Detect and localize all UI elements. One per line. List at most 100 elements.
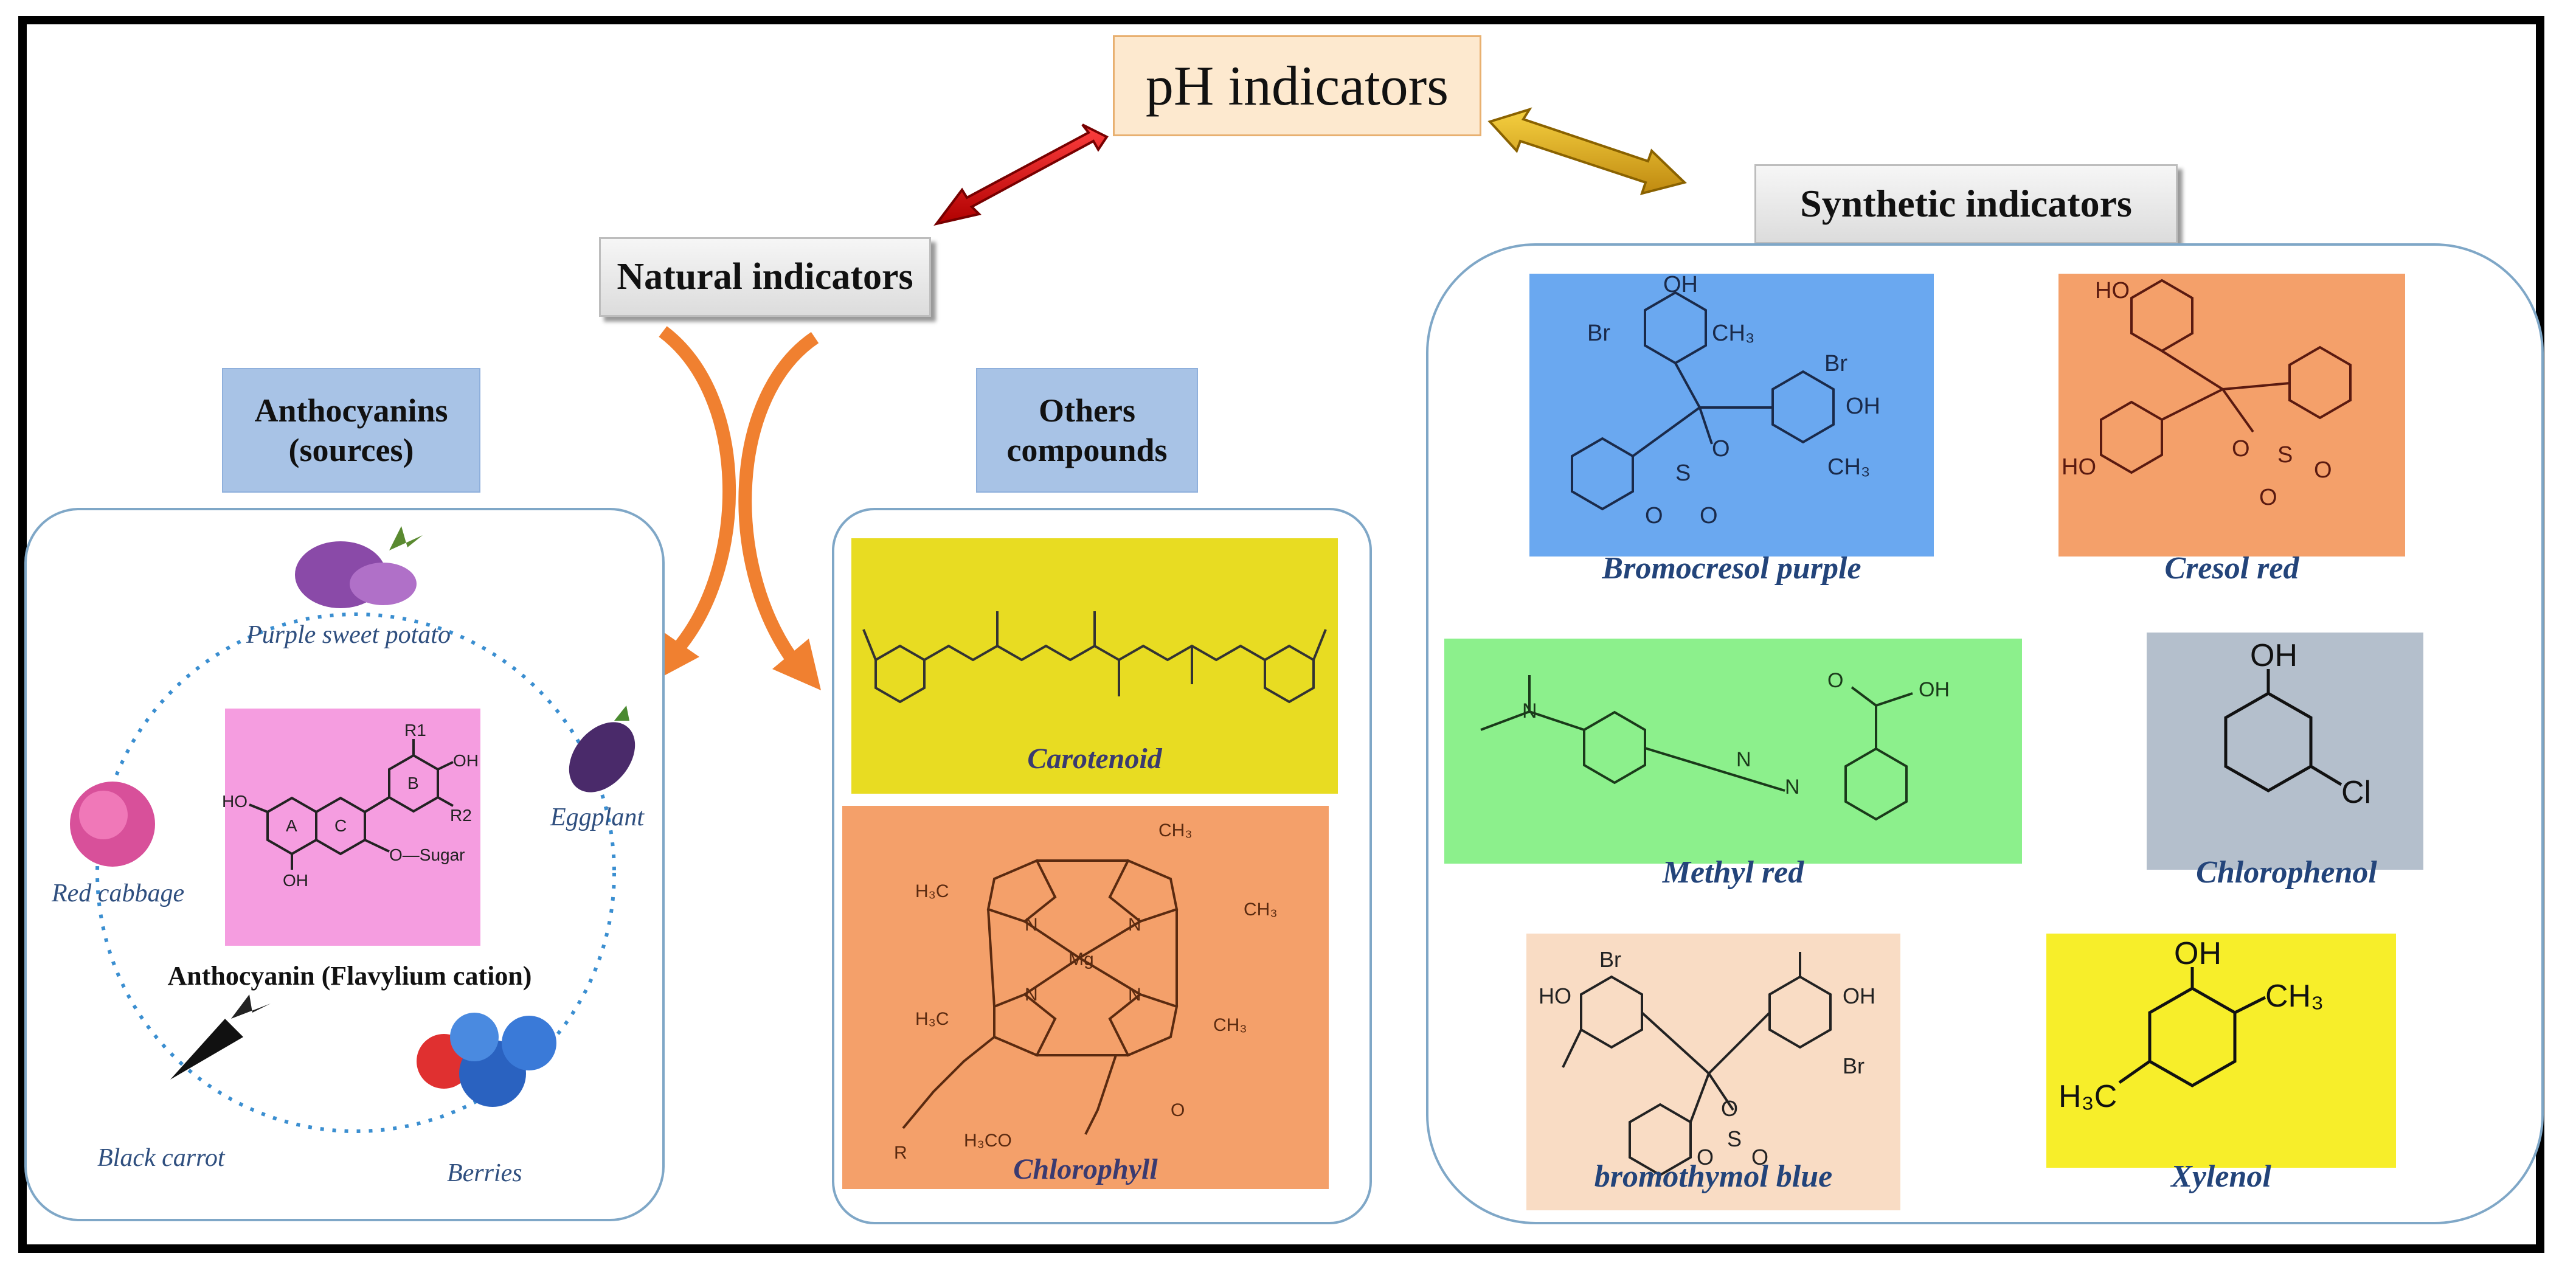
carotenoid-box [851, 538, 1338, 794]
chlorophyll-h3c-1: H₃C [915, 881, 949, 901]
cresol-o-3: O [2314, 457, 2332, 483]
btb-s: S [1727, 1126, 1742, 1151]
substituent-r1: R1 [404, 721, 426, 740]
anthocyanin-molecule-caption: Anthocyanin (Flavylium cation) [167, 960, 532, 991]
xylenol-oh: OH [2174, 936, 2221, 971]
chlorophyll-r: R [894, 1143, 907, 1163]
btb-o-2: O [1697, 1145, 1714, 1170]
berries-icon [417, 1013, 556, 1107]
cresol-o: O [2232, 436, 2250, 462]
bcp-oh-2: OH [1846, 394, 1880, 419]
bromothymol-blue-box: Br HO OH Br O S O O [1526, 934, 1900, 1210]
bcp-s: S [1675, 460, 1691, 486]
btb-oh: OH [1843, 983, 1875, 1008]
anthocyanin-structure [249, 739, 454, 870]
cresol-o-2: O [2259, 485, 2277, 510]
source-purple-sweet-potato: Purple sweet potato [246, 621, 451, 649]
chlorophenol-caption: Chlorophenol [2196, 855, 2377, 890]
chlorophyll-mg: Mg [1068, 949, 1094, 969]
orange-curve-arrow-right [738, 331, 821, 690]
methyl-red-box: N N N O OH [1444, 639, 2022, 864]
bcp-ch3-2: CH₃ [1827, 454, 1870, 480]
chlorophyll-h3co: H₃CO [964, 1131, 1012, 1151]
btb-o: O [1721, 1096, 1738, 1121]
substituent-oh-b: OH [453, 751, 479, 770]
bromothymol-blue-structure [1562, 952, 1832, 1177]
chlorophyll-n2: N [1128, 915, 1141, 935]
methyl-red-o: O [1827, 669, 1843, 692]
bcp-ch3-1: CH₃ [1712, 321, 1754, 346]
bcp-br-2: Br [1824, 351, 1847, 376]
anthocyanins-label: Anthocyanins (sources) [222, 368, 480, 493]
btb-ho: HO [1539, 983, 1571, 1008]
xylenol-structure [2118, 967, 2266, 1087]
ring-a-label: A [286, 816, 297, 835]
source-eggplant: Eggplant [550, 803, 644, 831]
bcp-br-1: Br [1587, 321, 1610, 346]
chlorophenol-oh: OH [2250, 638, 2297, 673]
chlorophyll-h3c-2: H₃C [915, 1009, 949, 1029]
chlorophyll-ch3-1: CH₃ [1158, 820, 1193, 841]
chlorophyll-structure [902, 859, 1179, 1135]
carotenoid-structure [862, 611, 1327, 704]
black-carrot-icon [170, 994, 271, 1080]
substituent-sugar: O—Sugar [389, 845, 465, 864]
substituent-oh-a: OH [283, 871, 308, 890]
xylenol-caption: Xylenol [2171, 1159, 2271, 1194]
source-red-cabbage: Red cabbage [52, 879, 185, 907]
source-black-carrot: Black carrot [97, 1144, 225, 1172]
chlorophenol-cl: Cl [2341, 775, 2371, 810]
btb-o-3: O [1751, 1145, 1768, 1170]
red-cabbage-icon [70, 782, 155, 867]
orange-curve-arrow-left [654, 326, 736, 681]
cresol-ho-2: HO [2062, 454, 2096, 480]
bromocresol-purple-caption: Bromocresol purple [1602, 551, 1861, 586]
chlorophyll-n1: N [1025, 915, 1038, 935]
carotenoid-caption: Carotenoid [1027, 743, 1162, 775]
bcp-o-2: O [1645, 503, 1663, 529]
substituent-ho-a: HO [222, 792, 248, 811]
chlorophyll-n4: N [1128, 985, 1141, 1005]
sweet-potato-icon [295, 526, 423, 608]
synthetic-indicators-label: Synthetic indicators [1754, 164, 2178, 244]
bcp-oh-1: OH [1663, 274, 1698, 297]
source-berries: Berries [447, 1159, 522, 1187]
bromocresol-purple-structure [1571, 291, 1835, 511]
red-double-arrow [933, 123, 1109, 226]
bromothymol-blue-caption: bromothymol blue [1594, 1159, 1833, 1194]
sources-cycle-ring [95, 612, 616, 1133]
methyl-red-structure [1480, 675, 1913, 821]
methyl-red-n-2: N [1736, 748, 1751, 771]
others-compounds-label: Others compounds [976, 368, 1198, 493]
methyl-red-caption: Methyl red [1662, 855, 1804, 890]
cresol-s: S [2277, 442, 2293, 468]
chlorophyll-box: Mg N N N N H₃C CH₃ CH₃ H₃C CH₃ H₃CO O R [842, 806, 1329, 1189]
eggplant-icon [569, 706, 635, 792]
cresol-red-structure [2100, 279, 2352, 474]
xylenol-ch3: CH₃ [2265, 979, 2324, 1014]
chlorophyll-ch3-3: CH₃ [1213, 1015, 1247, 1035]
methyl-red-n-1: N [1522, 699, 1537, 723]
chlorophyll-caption: Chlorophyll [1013, 1153, 1158, 1185]
chlorophyll-o: O [1171, 1100, 1185, 1120]
bcp-o-3: O [1700, 503, 1718, 529]
ring-c-label: C [334, 816, 347, 835]
xylenol-box: OH CH₃ H₃C [2046, 934, 2396, 1168]
chlorophyll-n3: N [1025, 985, 1038, 1005]
btb-br-2: Br [1843, 1053, 1864, 1078]
cresol-red-caption: Cresol red [2164, 551, 2299, 586]
methyl-red-n-3: N [1785, 775, 1800, 799]
bcp-o: O [1712, 436, 1730, 462]
chlorophenol-box: OH Cl [2147, 633, 2423, 870]
gold-double-arrow [1487, 107, 1687, 195]
natural-indicators-label: Natural indicators [599, 237, 931, 317]
cresol-ho-1: HO [2095, 278, 2130, 303]
ring-b-label: B [407, 774, 419, 792]
anthocyanin-molecule-box [225, 709, 480, 946]
cresol-red-box: HO HO O S O O [2058, 274, 2405, 557]
methyl-red-oh: OH [1919, 678, 1950, 701]
btb-br-1: Br [1599, 947, 1621, 972]
bromocresol-purple-box: OH Br CH₃ Br OH CH₃ O S O O [1529, 274, 1934, 557]
chlorophyll-ch3-2: CH₃ [1244, 900, 1278, 920]
